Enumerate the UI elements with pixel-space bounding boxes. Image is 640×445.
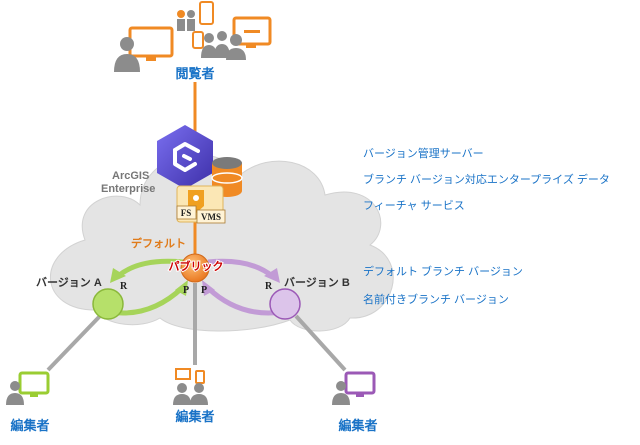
- editor-left-icon: [6, 371, 50, 405]
- p-marker-a: P: [183, 285, 189, 296]
- version-a-node: [92, 288, 124, 320]
- editor-center-icon: [173, 368, 208, 405]
- version-b-label: バージョン B: [284, 276, 350, 289]
- editor-right-label: 編集者: [338, 418, 377, 434]
- editor-line-left: [46, 314, 102, 372]
- legend-named-branch-version: 名前付きブランチ バージョン: [363, 294, 509, 306]
- legend-version-management-server: バージョン管理サーバー: [363, 148, 484, 160]
- legend-branch-enterprise-data: ブランチ バージョン対応エンタープライズ データ: [363, 174, 610, 186]
- r-marker-b: R: [265, 281, 273, 292]
- editor-left-label: 編集者: [10, 418, 49, 434]
- viewer-group-icon: [177, 1, 230, 58]
- green-arrowhead-upper: [110, 268, 126, 283]
- purple-arrowhead-upper: [264, 268, 280, 283]
- editor-line-right: [294, 314, 347, 372]
- legend-feature-service: フィーチャ サービス: [363, 200, 465, 212]
- viewer-monitor-icon-left: [114, 26, 174, 72]
- green-arrowhead-lower: [175, 280, 188, 296]
- purple-arrow-upper: [207, 258, 274, 278]
- p-marker-b: P: [201, 285, 207, 296]
- green-arrow-upper: [116, 258, 184, 278]
- public-label: パブリック: [169, 259, 224, 273]
- viewers-label: 閲覧者: [175, 66, 214, 82]
- editor-right-icon: [332, 371, 376, 405]
- version-management-server-icon: [157, 125, 213, 189]
- version-a-label: バージョン A: [36, 276, 102, 289]
- r-marker-a: R: [120, 281, 128, 292]
- editor-center-label: 編集者: [175, 409, 214, 425]
- viewer-monitor-icon-right: [226, 16, 272, 60]
- legend-default-branch-version: デフォルト ブランチ バージョン: [363, 266, 523, 278]
- purple-arrowhead-lower: [202, 280, 215, 296]
- feature-service-icon: [176, 185, 226, 224]
- version-b-node: [269, 288, 301, 320]
- default-version-node: [180, 253, 210, 283]
- cloud: [49, 154, 394, 332]
- fs-label: FS: [181, 208, 192, 218]
- arcgis-label: ArcGIS: [112, 170, 149, 182]
- default-branch-label: デフォルト: [131, 236, 186, 250]
- vms-label: VMS: [201, 212, 221, 222]
- enterprise-label: Enterprise: [101, 183, 155, 195]
